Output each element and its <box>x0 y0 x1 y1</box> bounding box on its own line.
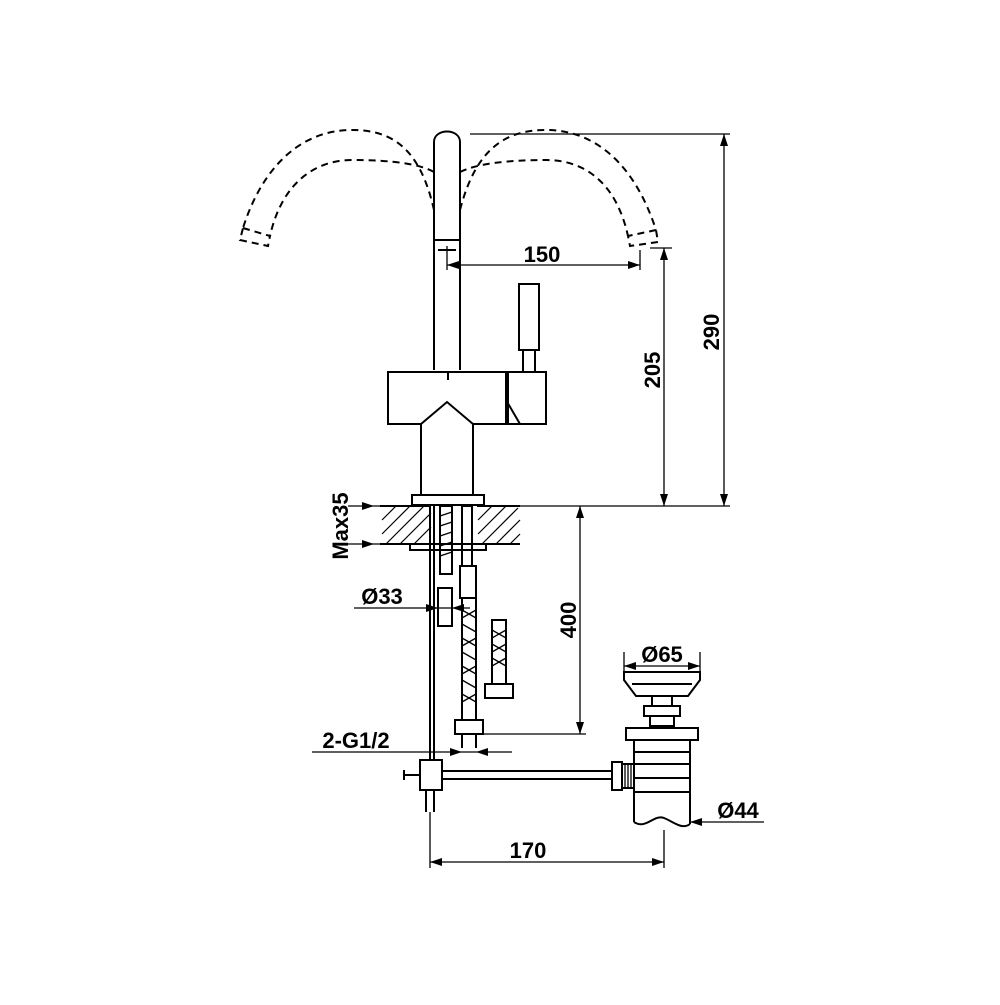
dim-waste-cap-diameter: Ø65 <box>641 642 683 667</box>
dim-spout-reach: 150 <box>524 242 561 267</box>
dim-hose-length: 400 <box>556 602 581 639</box>
spout-swivel-right-dashed <box>459 128 660 248</box>
waste-drain <box>623 671 701 828</box>
dimension-lines <box>312 133 764 868</box>
spout-swivel-left-dashed <box>238 128 435 248</box>
dim-total-height: 290 <box>699 314 724 351</box>
dim-connection-thread: 2-G1/2 <box>322 728 389 753</box>
supply-hoses <box>429 505 514 760</box>
faucet-body <box>387 130 547 506</box>
dim-popup-rod-length: 170 <box>510 838 547 863</box>
dim-spout-height: 205 <box>640 352 665 389</box>
dim-waste-pipe-diameter: Ø44 <box>717 798 759 823</box>
dim-max-deck-thickness: Max35 <box>328 492 353 559</box>
dim-hole-diameter: Ø33 <box>361 584 403 609</box>
popup-rod <box>403 759 635 812</box>
